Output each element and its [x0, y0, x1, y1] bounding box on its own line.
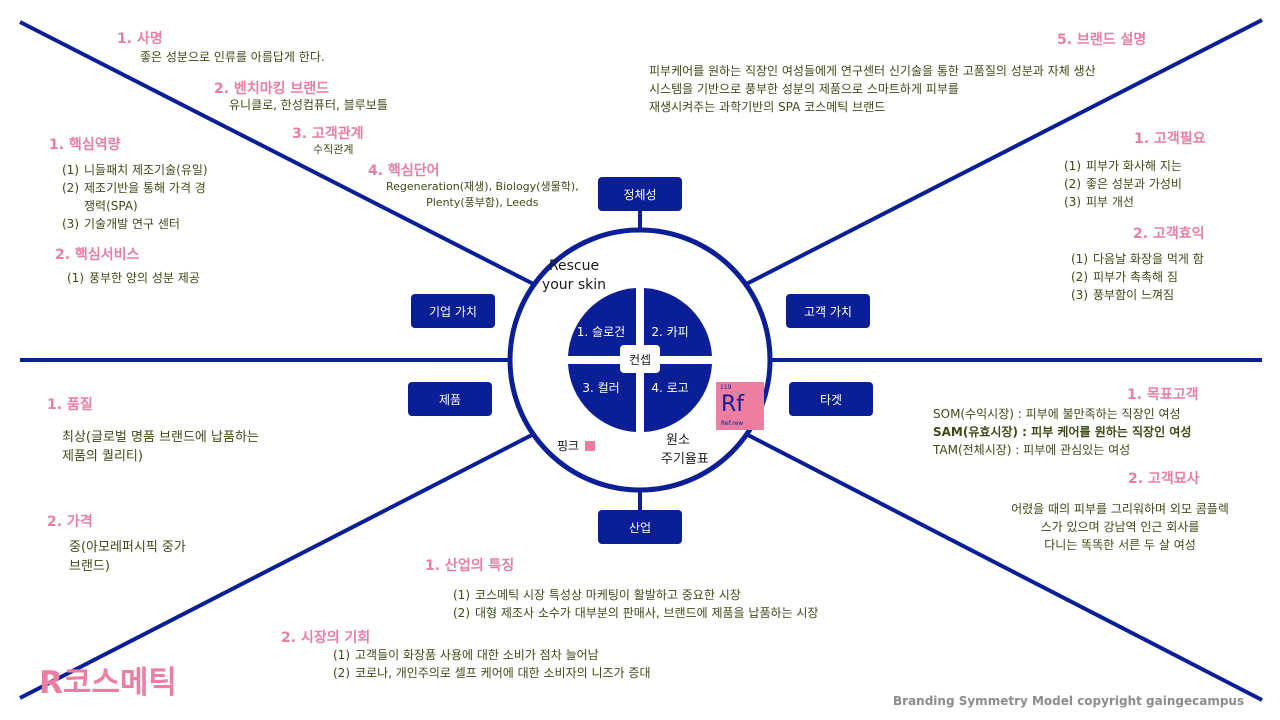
- industry-title: 1. 산업의 특징: [425, 558, 515, 574]
- quality-text: 최상(글로벌 명품 브랜드에 납품하는 제품의 퀄리티): [62, 430, 259, 464]
- quadrant-color: [568, 364, 636, 432]
- service-title: 2. 핵심서비스: [55, 247, 140, 263]
- target-title: 1. 목표고객: [1127, 387, 1199, 403]
- concept-box: 컨셉: [620, 345, 660, 373]
- keywords-text: Regeneration(재생), Biology(생물학), Plenty(풍…: [386, 180, 579, 209]
- price-title: 2. 가격: [47, 514, 93, 530]
- opportunity-title: 2. 시장의 기회: [281, 630, 371, 646]
- benefit-title: 2. 고객효익: [1133, 226, 1205, 242]
- brand-logo: 119 Rf Ref.rew: [716, 382, 764, 430]
- concept-label: 컨셉: [628, 352, 652, 367]
- diagonal-line-top-left: [19, 20, 601, 320]
- pink-swatch: [585, 440, 596, 451]
- box-target: 타겟: [789, 382, 873, 416]
- industry-list: (1)코스메틱 시장 특성상 마케팅이 활발하고 중요한 시장 (2)대형 제조…: [453, 588, 819, 620]
- relationship-text: 수직관계: [313, 143, 354, 156]
- quadrant-copy: [644, 288, 712, 356]
- quadrant-slogan: [568, 288, 636, 356]
- diagonal-line-top-right: [679, 18, 1263, 320]
- needs-list: (1)피부가 화사해 지는 (2)좋은 성분과 가성비 (3)피부 개선: [1064, 159, 1182, 209]
- copy-text: 원소 주기율표: [661, 433, 709, 467]
- box-identity: 정체성: [598, 177, 682, 211]
- color-label: 핑크: [557, 437, 596, 454]
- persona-title: 2. 고객묘사: [1128, 471, 1200, 487]
- relationship-title: 3. 고객관계: [292, 126, 364, 142]
- competency-list: (1)니들패치 제조기술(유일) (2)제조기반을 통해 가격 경 쟁력(SPA…: [62, 163, 208, 231]
- benefit-list: (1)다음날 화장을 먹게 함 (2)피부가 촉촉해 짐 (3)풍부함이 느껴짐: [1071, 252, 1204, 302]
- competency-title: 1. 핵심역량: [49, 137, 121, 153]
- service-list: (1)풍부한 양의 성분 제공: [67, 271, 200, 285]
- footer-copyright: Branding Symmetry Model copyright gainge…: [893, 694, 1245, 708]
- quadrant-label-color: 3. 컬러: [582, 381, 619, 395]
- box-customer-value: 고객 가치: [786, 294, 870, 328]
- quadrant-label-logo: 4. 로고: [651, 381, 688, 395]
- needs-title: 1. 고객필요: [1134, 131, 1206, 147]
- target-text: SOM(수익시장) : 피부에 불만족하는 직장인 여성 SAM(유효시장) :…: [933, 407, 1192, 457]
- keywords-title: 4. 핵심단어: [368, 163, 440, 179]
- price-text: 중(아모레퍼시픽 중가 브랜드): [69, 540, 186, 574]
- quality-title: 1. 품질: [47, 397, 93, 413]
- slogan-text: Rescue your skin: [541, 258, 607, 293]
- opportunity-list: (1)고객들이 화장품 사용에 대한 소비가 점차 늘어남 (2)코로나, 개인…: [333, 648, 651, 680]
- box-corporate-value: 기업 가치: [411, 294, 495, 328]
- quadrant-label-slogan: 1. 슬로건: [577, 325, 625, 339]
- benchmark-text: 유니클로, 한성컴퓨터, 블루보틀: [229, 98, 388, 112]
- quadrant-label-copy: 2. 카피: [651, 325, 688, 339]
- diagonal-line-bottom-left: [19, 398, 601, 700]
- benchmark-title: 2. 벤치마킹 브랜드: [214, 81, 329, 97]
- persona-text: 어렸을 때의 피부를 그리워하며 외모 콤플렉 스가 있으며 강남역 인근 회사…: [1011, 502, 1229, 552]
- mission-title: 1. 사명: [117, 31, 163, 47]
- brand-desc-title: 5. 브랜드 설명: [1057, 32, 1147, 48]
- brand-desc-text: 피부케어를 원하는 직장인 여성들에게 연구센터 신기술을 통한 고품질의 성분…: [649, 64, 1096, 114]
- box-industry: 산업: [598, 510, 682, 544]
- mission-text: 좋은 성분으로 인류를 아름답게 한다.: [140, 50, 325, 64]
- quadrant-logo: [644, 364, 712, 432]
- brand-name: R코스메틱: [39, 665, 177, 701]
- diagonal-line-bottom-right: [679, 398, 1263, 702]
- box-product: 제품: [408, 382, 492, 416]
